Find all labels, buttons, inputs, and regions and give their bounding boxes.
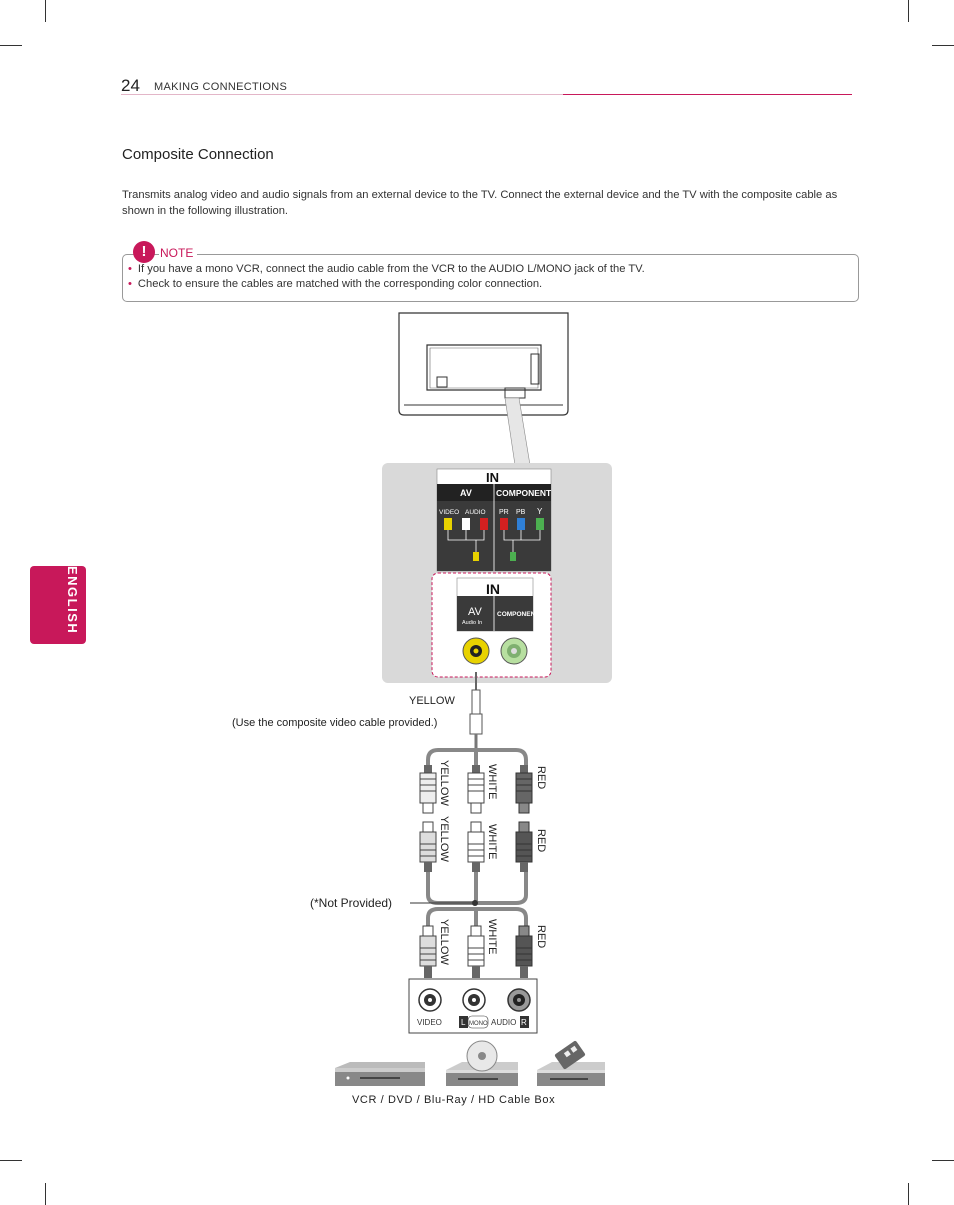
bullet-icon: • xyxy=(128,263,132,275)
label-white: WHITE xyxy=(486,764,498,799)
crop-mark xyxy=(45,1183,46,1205)
crop-mark xyxy=(932,1160,954,1161)
not-provided-label: (*Not Provided) xyxy=(310,896,393,910)
panel1-pr-label: PR xyxy=(499,509,509,516)
panel1-video-label: VIDEO xyxy=(439,509,459,516)
crop-mark xyxy=(908,0,909,22)
tv-back-illustration xyxy=(398,312,569,466)
y-jack-green xyxy=(536,518,544,530)
tv-input-panel-standard: IN AV COMPONENT VIDEO AUDIO PR PB Y xyxy=(436,468,552,572)
dvd-player-icon xyxy=(446,1040,518,1086)
cable-note: (Use the composite video cable provided.… xyxy=(232,717,438,729)
label-white: WHITE xyxy=(486,824,498,859)
panel2-component-label: COMPONENT xyxy=(497,611,539,618)
note-item: • Check to ensure the cables are matched … xyxy=(128,278,542,290)
device-l-label: L xyxy=(461,1018,466,1027)
note-label: NOTE xyxy=(159,246,198,260)
panel1-av-label: AV xyxy=(460,488,472,498)
composite-cable-provided xyxy=(426,672,528,785)
label-yellow: YELLOW xyxy=(438,760,450,806)
intro-paragraph: Transmits analog video and audio signals… xyxy=(122,189,838,217)
crop-mark xyxy=(0,1160,22,1161)
label-red: RED xyxy=(535,925,547,948)
audio-jack-red xyxy=(480,518,488,530)
device-output-panel: VIDEO L MONO AUDIO R xyxy=(408,978,538,1034)
audio-jack-white xyxy=(462,518,470,530)
label-white: WHITE xyxy=(486,919,498,954)
exclamation-icon: ! xyxy=(133,241,155,263)
rca-plugs-lower xyxy=(419,925,533,978)
language-tab xyxy=(30,566,86,644)
device-mono-label: MONO xyxy=(469,1021,488,1027)
panel1-pb-label: PB xyxy=(516,509,526,516)
pb-jack-blue xyxy=(517,518,525,530)
panel1-in-label: IN xyxy=(486,470,499,485)
device-video-label: VIDEO xyxy=(417,1018,442,1027)
panel2-in-label: IN xyxy=(486,581,500,597)
yellow-cable-label: YELLOW xyxy=(409,695,455,707)
header-rule-accent xyxy=(563,94,852,95)
label-yellow: YELLOW xyxy=(438,919,450,965)
panel1-component-label: COMPONENT xyxy=(496,488,552,498)
panel1-y-label: Y xyxy=(537,507,543,516)
running-header: MAKING CONNECTIONS xyxy=(154,81,288,93)
crop-mark xyxy=(932,45,954,46)
label-red: RED xyxy=(535,829,547,852)
header-rule xyxy=(121,94,852,95)
note-item-text: If you have a mono VCR, connect the audi… xyxy=(137,263,645,275)
note-box xyxy=(122,254,859,302)
panel2-av-label: AV xyxy=(468,606,483,618)
crop-mark xyxy=(908,1183,909,1205)
bullet-icon: • xyxy=(128,278,132,290)
crop-mark xyxy=(0,45,22,46)
vcr-icon xyxy=(335,1062,425,1086)
section-title: Composite Connection xyxy=(122,146,274,163)
video-jack-yellow xyxy=(444,518,452,530)
cable-box-icon xyxy=(537,1040,605,1086)
tv-input-panel-shared: IN AV Audio In COMPONENT xyxy=(456,577,539,665)
rca-plugs-upper xyxy=(419,765,533,814)
panel1-audio-label: AUDIO xyxy=(465,509,486,516)
pr-jack-red xyxy=(500,518,508,530)
rca-plugs-middle xyxy=(419,821,533,872)
page-number: 24 xyxy=(121,76,140,95)
panel2-audio-in-label: Audio In xyxy=(462,620,482,626)
connector-labels: YELLOW WHITE RED YELLOW WHITE RED YELLOW… xyxy=(438,760,547,965)
note-item-text: Check to ensure the cables are matched w… xyxy=(137,278,543,290)
device-audio-label: AUDIO xyxy=(491,1018,516,1027)
device-r-label: R xyxy=(521,1018,527,1027)
note-item: • If you have a mono VCR, connect the aud… xyxy=(128,263,645,275)
crop-mark xyxy=(45,0,46,22)
device-caption: VCR / DVD / Blu-Ray / HD Cable Box xyxy=(352,1094,556,1106)
label-red: RED xyxy=(535,766,547,789)
label-yellow: YELLOW xyxy=(438,816,450,862)
